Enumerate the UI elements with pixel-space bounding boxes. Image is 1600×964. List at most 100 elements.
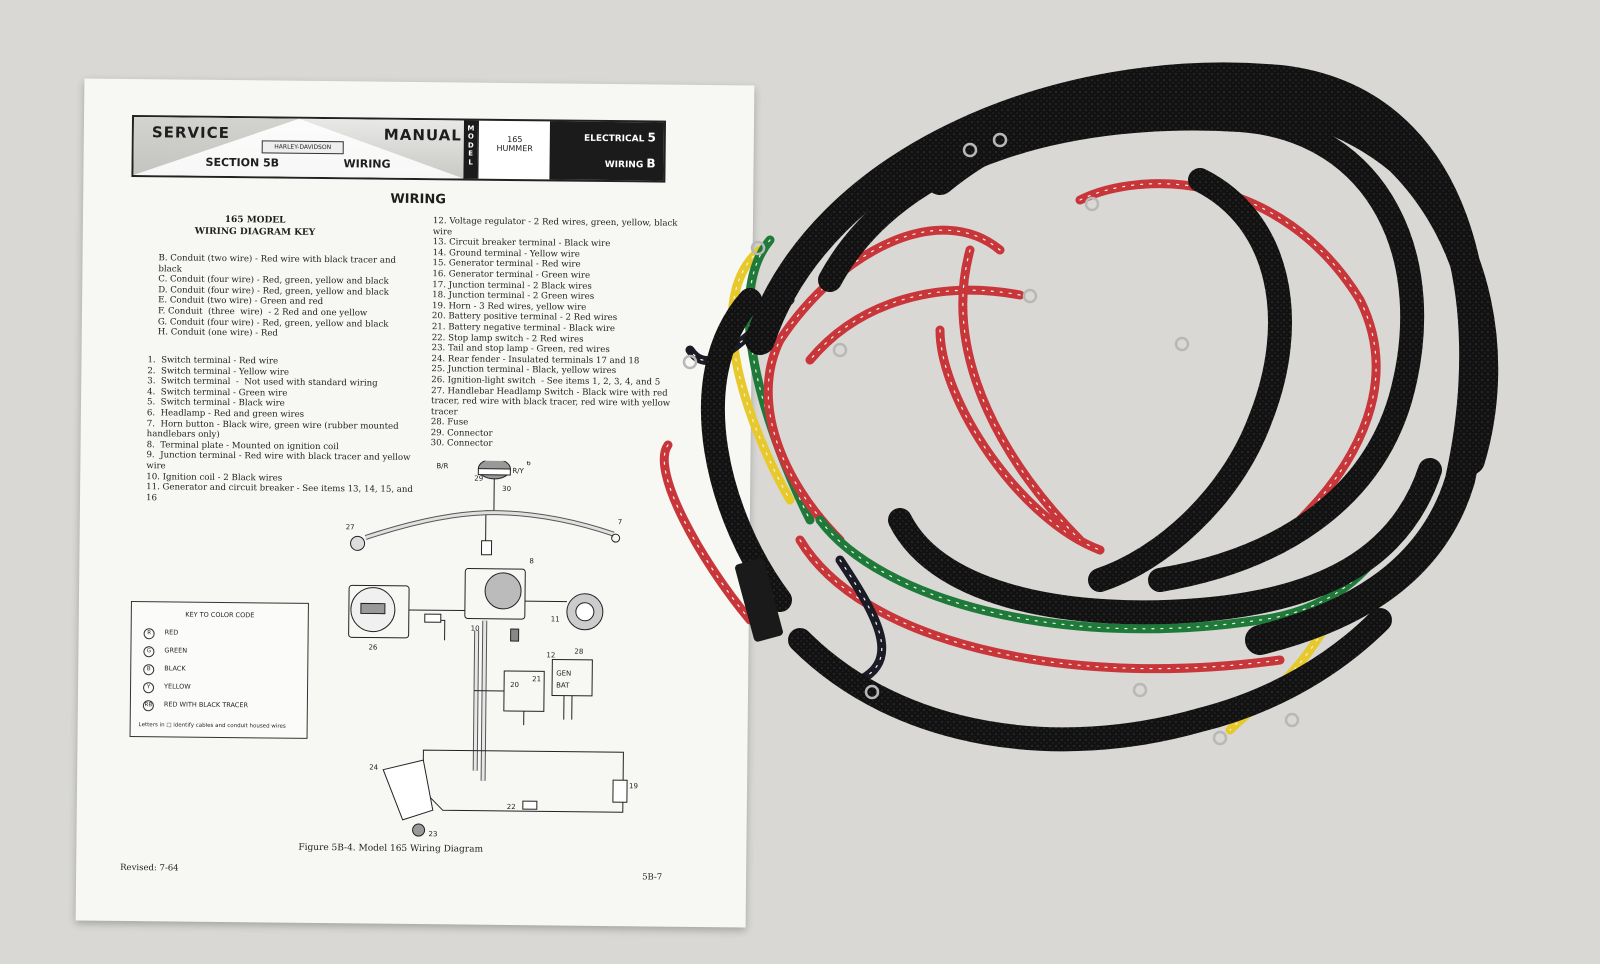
label-bat: BAT (556, 681, 570, 689)
black-conduit (788, 608, 1392, 752)
revised-date: Revised: 7-64 (120, 862, 179, 874)
black-conduit (888, 458, 1442, 625)
label-br: B/R (436, 462, 448, 470)
header-manual: MANUAL (383, 125, 462, 145)
rear-fender (382, 759, 434, 821)
ring-terminal (1284, 712, 1300, 728)
red-wire (935, 325, 1105, 555)
label-26: 26 (368, 644, 378, 652)
label-7: 7 (618, 518, 623, 526)
color-code-badge: B (143, 664, 155, 676)
color-code-label: RED WITH BLACK TRACER (163, 700, 249, 710)
header-model-box: 165 HUMMER (477, 120, 552, 180)
label-30: 30 (502, 485, 511, 493)
black-conduit (1088, 168, 1292, 592)
black-conduit (925, 79, 1499, 475)
ring-terminal (682, 354, 698, 370)
voltage-regulator (551, 658, 593, 697)
red-wire-tracer (962, 249, 1081, 541)
label-21: 21 (532, 675, 541, 683)
label-10: 10 (471, 625, 480, 633)
label-ry: R/Y (512, 467, 524, 475)
stop-lamp-switch (522, 800, 538, 810)
color-key-row: RB RED WITH BLACK TRACER (142, 700, 249, 712)
label-gen: GEN (556, 669, 571, 677)
black-conduit (745, 62, 1490, 655)
label-23: 23 (428, 830, 437, 838)
header-model-tab: MODEL (463, 120, 479, 179)
label-11: 11 (551, 615, 560, 623)
color-code-badge: RB (142, 700, 154, 712)
wiring-label: WIRING (604, 159, 644, 171)
key-title-heading: WIRING DIAGRAM KEY (194, 226, 316, 238)
label-20: 20 (510, 681, 519, 689)
wiring-diagram-sheet: SERVICE HARLEY-DAVIDSON MANUAL SECTION 5… (75, 78, 755, 928)
label-6: 6 (526, 459, 531, 467)
ring-terminal (962, 142, 978, 158)
label-27: 27 (346, 523, 355, 531)
color-code-label: GREEN (164, 646, 188, 655)
ring-terminal (992, 132, 1008, 148)
electrical-label: ELECTRICAL (583, 133, 645, 145)
black-wire-tracer (839, 559, 883, 681)
header-service: SERVICE (151, 123, 231, 143)
color-code-badge: Y (142, 682, 155, 694)
conduit-key-item: B. Conduit (two wire) - Red wire with bl… (158, 253, 399, 275)
key-title: 165 MODEL WIRING DIAGRAM KEY (195, 214, 316, 239)
conduit-list: B. Conduit (two wire) - Red wire with bl… (158, 253, 417, 340)
red-wire-tracer (1079, 183, 1377, 521)
color-key-row: Y YELLOW (142, 682, 191, 694)
tail-lamp (412, 823, 426, 837)
horn-button (611, 533, 621, 543)
red-wire-tracer (799, 539, 1281, 670)
red-wire-tracer (809, 289, 1021, 361)
label-22: 22 (507, 803, 516, 811)
headlamp (477, 459, 511, 480)
red-wire-tracer (939, 329, 1101, 551)
ring-terminal (1174, 336, 1190, 352)
color-code-label: RED (164, 628, 179, 637)
harley-davidson-logo: HARLEY-DAVIDSON (261, 140, 344, 155)
ring-terminal (750, 240, 766, 256)
ring-terminal (1212, 730, 1228, 746)
wiring-schematic: B/R R/Y 6 29 30 27 7 8 10 11 12 28 26 20… (346, 459, 638, 838)
connector-block (735, 558, 783, 642)
color-key-title: KEY TO COLOR CODE (185, 610, 255, 620)
manual-header: SERVICE HARLEY-DAVIDSON MANUAL SECTION 5… (131, 115, 667, 183)
model-number: 165 (507, 134, 523, 145)
label-28: 28 (574, 648, 583, 656)
header-section: SECTION 5B (205, 155, 280, 170)
color-code-label: YELLOW (164, 682, 191, 691)
red-wire (805, 285, 1025, 365)
yellow-wire-tracer (731, 249, 791, 501)
label-12: 12 (546, 651, 555, 659)
black-wire (835, 555, 887, 685)
model-name: HUMMER (496, 143, 533, 154)
green-wire-tracer (748, 239, 811, 521)
handlebar-switch (350, 535, 366, 551)
color-key-row: R RED (143, 628, 179, 640)
figure-caption: Figure 5B-4. Model 165 Wiring Diagram (298, 842, 484, 855)
color-code-badge: R (143, 628, 155, 640)
color-code-badge: G (143, 646, 155, 658)
ring-terminal (1132, 682, 1148, 698)
ring-terminal (1022, 288, 1038, 304)
label-29: 29 (474, 475, 483, 483)
ring-terminal (832, 342, 848, 358)
spark-plug (510, 628, 520, 642)
wiring-harness (659, 62, 1499, 752)
color-code-key: KEY TO COLOR CODE Letters in □ identify … (129, 601, 309, 739)
color-key-footnote: Letters in □ identify cables and conduit… (138, 722, 286, 730)
red-wire (659, 440, 755, 625)
label-8: 8 (529, 557, 534, 565)
generator (566, 593, 604, 631)
label-24: 24 (369, 764, 379, 772)
label-19: 19 (629, 782, 638, 790)
ring-terminal (1084, 196, 1100, 212)
color-code-label: BLACK (164, 664, 186, 673)
color-key-row: G GREEN (143, 646, 188, 658)
ring-terminal (864, 684, 880, 700)
horn (612, 779, 628, 803)
ignition-switch (348, 584, 410, 639)
